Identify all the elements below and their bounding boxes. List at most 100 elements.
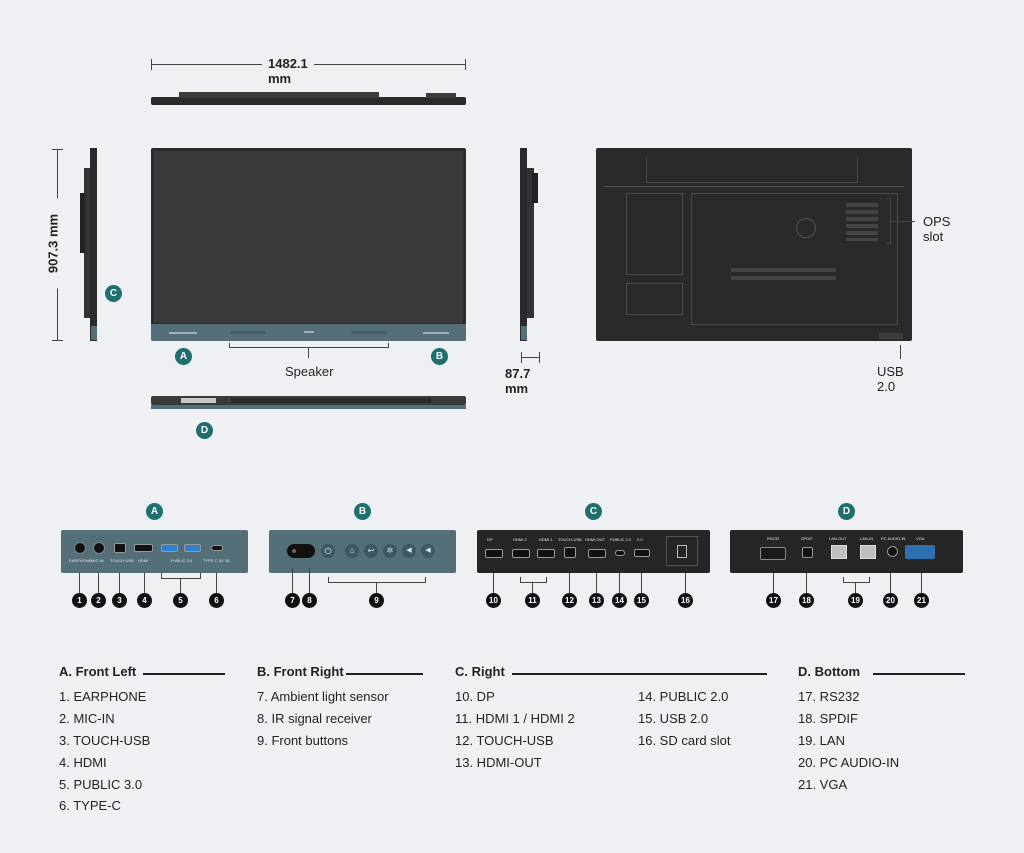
legend-item: 4. HDMI: [59, 755, 107, 770]
legend-item: 20. PC AUDIO-IN: [798, 755, 900, 770]
bracket-9: [328, 577, 426, 583]
legend-item: 12. TOUCH-USB: [455, 733, 554, 748]
panel-front-left: EARPHONE MIC-IN TOUCH-USB HDMI PUBLIC 3.…: [61, 530, 248, 573]
port-label: TOUCH-USB: [558, 537, 582, 542]
right-side-view: [520, 148, 540, 341]
port-label: HDMI 2: [513, 537, 527, 542]
legend-item: 15. USB 2.0: [638, 711, 709, 726]
legend-c-rule: [512, 673, 767, 675]
port-label: LAN-OUT: [829, 536, 847, 541]
number-badge: 3: [112, 593, 127, 608]
legend-item: 8. IR signal receiver: [257, 711, 372, 726]
earphone-port-icon: [74, 542, 86, 554]
port-label: LAN-IN: [860, 536, 874, 541]
panel-right: DP HDMI 2 HDMI 1 TOUCH-USB HDMI-OUT PUBL…: [477, 530, 710, 573]
hdmi2-port-icon: [512, 549, 530, 558]
badge-c-side: C: [105, 285, 122, 302]
bracket-19: [843, 577, 870, 583]
legend-item: 1. EARPHONE: [59, 689, 147, 704]
sensor-window: [287, 544, 315, 558]
legend-item: 2. MIC-IN: [59, 711, 115, 726]
panel-bottom: RS232 SPDIF LAN-OUT LAN-IN PC AUDIO-IN V…: [730, 530, 963, 573]
legend-item: 9. Front buttons: [257, 733, 349, 748]
bottom-view: [151, 395, 466, 411]
legend-d-title: D. Bottom: [798, 664, 861, 679]
speaker-label: Speaker: [285, 364, 334, 379]
spdif-port-icon: [802, 547, 813, 558]
port-label: SPDIF: [801, 536, 813, 541]
port-label: TOUCH-USB: [110, 558, 134, 563]
width-label: 1482.1 mm: [262, 56, 314, 86]
legend-item: 13. HDMI-OUT: [455, 755, 542, 770]
badge-d-detail: D: [838, 503, 855, 520]
volume-down-icon: ◀: [402, 544, 416, 558]
usb3-port-icon-2: [184, 544, 201, 552]
number-badge: 20: [883, 593, 898, 608]
port-label: PC AUDIO-IN: [881, 536, 906, 541]
port-label: PUBLIC 3.0: [171, 558, 193, 563]
legend-a-rule: [143, 673, 225, 675]
number-badge: 11: [525, 593, 540, 608]
number-badge: 6: [209, 593, 224, 608]
legend-item: 16. SD card slot: [638, 733, 731, 748]
hdmi1-port-icon: [537, 549, 555, 558]
back-icon: ↩: [364, 544, 378, 558]
touch-usb-port-icon: [114, 543, 126, 553]
legend-item: 14. PUBLIC 2.0: [638, 689, 729, 704]
number-badge: 7: [285, 593, 300, 608]
port-label: 2.0: [637, 537, 643, 542]
legend-item: 6. TYPE-C: [59, 798, 121, 813]
top-view: [151, 91, 466, 107]
port-label: VGA: [916, 536, 925, 541]
hdmi-port-icon: [134, 544, 153, 552]
port-label: MIC-IN: [91, 558, 104, 563]
badge-a: A: [175, 348, 192, 365]
legend-item: 5. PUBLIC 3.0: [59, 777, 143, 792]
screen: [154, 151, 463, 323]
home-icon: ⌂: [345, 544, 359, 558]
badge-c-detail: C: [585, 503, 602, 520]
depth-label: 87.7 mm: [505, 366, 531, 396]
port-label: HDMI-OUT: [585, 537, 605, 542]
touch-usb-port-icon: [564, 547, 576, 558]
legend-d-rule: [873, 673, 965, 675]
legend-c-title: C. Right: [455, 664, 505, 679]
dp-port-icon: [485, 549, 503, 558]
back-view: [596, 148, 912, 341]
bracket-11: [520, 577, 547, 583]
lan-in-port-icon: [860, 545, 876, 559]
port-label: RS232: [767, 536, 780, 541]
number-badge: 1: [72, 593, 87, 608]
public-2-port-icon: [615, 550, 625, 556]
settings-icon: ✲: [383, 544, 397, 558]
number-badge: 9: [369, 593, 384, 608]
legend-item: 11. HDMI 1 / HDMI 2: [455, 711, 575, 726]
port-label: PUBLIC 2.0: [610, 537, 632, 542]
front-bezel: [151, 324, 466, 341]
front-view: [151, 148, 466, 341]
ops-slot-label: OPS slot: [923, 214, 951, 244]
type-c-port-icon: [211, 545, 223, 551]
port-label: HDMI: [138, 558, 149, 563]
panel-front-right: ⏻ ⌂ ↩ ✲ ◀ ◀: [269, 530, 456, 573]
port-label: EARPHONE: [69, 558, 92, 563]
legend-item: 3. TOUCH-USB: [59, 733, 151, 748]
number-badge: 15: [634, 593, 649, 608]
rs232-port-icon: [760, 547, 786, 560]
number-badge: 14: [612, 593, 627, 608]
number-badge: 16: [678, 593, 693, 608]
power-icon: ⏻: [321, 544, 335, 558]
badge-b-detail: B: [354, 503, 371, 520]
number-badge: 8: [302, 593, 317, 608]
legend-b-rule: [346, 673, 423, 675]
pc-audio-in-port-icon: [887, 546, 898, 557]
number-badge: 17: [766, 593, 781, 608]
number-badge: 18: [799, 593, 814, 608]
legend-a-title: A. Front Left: [59, 664, 137, 679]
port-label: HDMI 1: [539, 537, 553, 542]
legend-item: 18. SPDIF: [798, 711, 858, 726]
number-badge: 12: [562, 593, 577, 608]
bracket-5: [161, 573, 201, 579]
badge-d: D: [196, 422, 213, 439]
hdmi-out-port-icon: [588, 549, 606, 558]
